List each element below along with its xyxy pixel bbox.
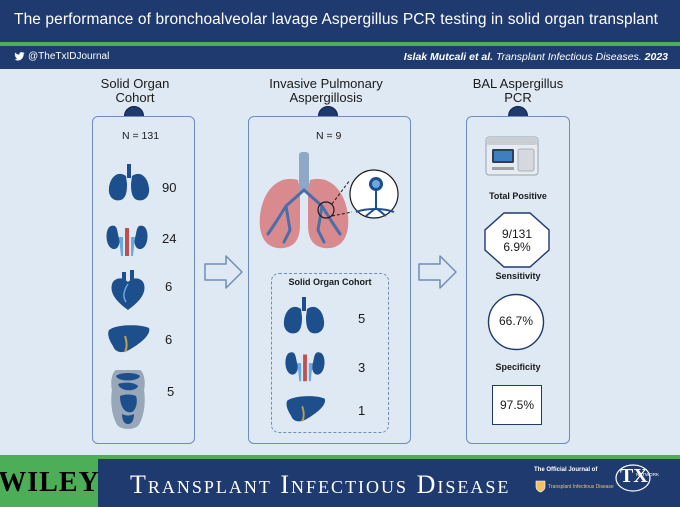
ipa-n-label: N = 9 [316, 130, 342, 142]
total-positive-value: 9/131 6.9% [484, 228, 550, 254]
cohort-title-line1: Solid Organ [100, 76, 170, 91]
citation-year: 2023 [644, 51, 668, 63]
cohort-title-line2: Cohort [115, 90, 155, 105]
cohort-n-label: N = 131 [122, 130, 160, 142]
heart-icon [111, 270, 145, 310]
wiley-logo[interactable]: WILEY [0, 459, 100, 507]
twitter-handle-text: @TheTxIDJournal [28, 51, 110, 62]
total-positive-fraction: 9/131 [501, 227, 533, 241]
twitter-bird-icon [14, 52, 25, 61]
cohort-count-liver: 6 [165, 332, 173, 347]
total-positive-percent: 6.9% [503, 240, 531, 254]
tx-network-text: NETWORK [636, 472, 659, 477]
sub-header-bar: @TheTxIDJournal Islak Mutcali et al. Tra… [0, 46, 680, 69]
official-journal-label: The Official Journal of [534, 467, 598, 473]
ipa-kidneys-icon [285, 352, 325, 382]
ipa-title-line2: Aspergillosis [289, 90, 363, 105]
cohort-title: Solid Organ Cohort [90, 77, 180, 105]
cohort-count-abdominal: 5 [167, 384, 175, 399]
citation-journal: Transplant Infectious Diseases. [496, 51, 642, 63]
ipa-title-line1: Invasive Pulmonary [269, 76, 383, 91]
sensitivity-circle [487, 293, 545, 351]
cohort-count-kidney: 24 [162, 231, 177, 246]
ipa-sub-cohort-title: Solid Organ Cohort [288, 277, 372, 287]
ipa-lungs-icon [283, 297, 325, 334]
journal-name: Transplant Infectious Disease [130, 470, 511, 499]
infected-lungs-icon [259, 152, 399, 249]
flow-arrow-1 [204, 255, 243, 289]
pcr-title: BAL Aspergillus PCR [458, 77, 578, 105]
specificity-value: 97.5% [499, 398, 535, 412]
ipa-count-kidney: 3 [358, 360, 366, 375]
ipa-liver-icon [286, 396, 326, 422]
pcr-title-line1: BAL Aspergillus [472, 76, 564, 91]
total-positive-label: Total Positive [489, 191, 547, 201]
ipa-title: Invasive Pulmonary Aspergillosis [251, 77, 401, 105]
specificity-box [492, 385, 542, 425]
footer-divider [0, 455, 680, 459]
citation: Islak Mutcali et al. Transplant Infectio… [404, 51, 668, 63]
footer-bar [0, 455, 680, 507]
header-bar: The performance of bronchoalveolar lavag… [0, 0, 680, 42]
cohort-count-lung: 90 [162, 180, 177, 195]
official-society-name: Transplant Infectious Disease [548, 484, 614, 490]
ipa-count-liver: 1 [358, 403, 366, 418]
flow-arrow-2 [418, 255, 457, 289]
pcr-machine-icon [485, 136, 539, 176]
ipa-count-lung: 5 [358, 311, 366, 326]
tx-ring-icon [615, 464, 651, 492]
sensitivity-value: 66.7% [498, 314, 534, 328]
tx-logo-text: TX [620, 465, 648, 487]
specificity-label: Specificity [495, 362, 541, 372]
citation-authors: Islak Mutcali et al. [403, 51, 494, 63]
wiley-logo-text: WILEY [0, 467, 100, 498]
lungs-icon [108, 164, 150, 201]
page-title: The performance of bronchoalveolar lavag… [14, 11, 659, 28]
abdominal-organs-icon [111, 370, 145, 429]
twitter-handle[interactable]: @TheTxIDJournal [14, 51, 109, 62]
header-divider [0, 42, 680, 46]
sensitivity-label: Sensitivity [495, 271, 541, 281]
tx-network-logo[interactable]: TX NETWORK [608, 463, 659, 503]
cohort-count-heart: 6 [165, 279, 173, 294]
society-shield-icon [535, 480, 546, 493]
total-positive-octagon [484, 212, 550, 268]
liver-icon [108, 325, 150, 353]
kidneys-icon [106, 225, 148, 256]
ipa-sub-cohort-box [271, 273, 389, 433]
pcr-title-line2: PCR [504, 90, 532, 105]
